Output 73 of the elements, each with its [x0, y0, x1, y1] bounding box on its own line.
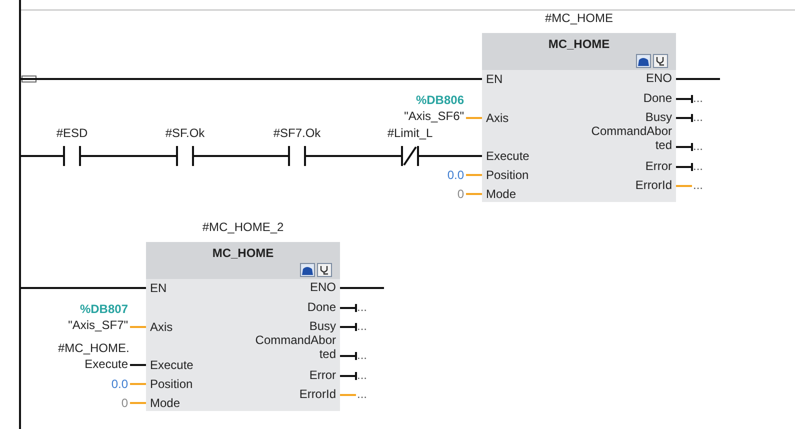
- open-connection-text: ...: [693, 109, 704, 125]
- open-connection-text: ...: [693, 90, 704, 106]
- open-connection-text: ...: [357, 386, 368, 402]
- wire: [676, 78, 720, 80]
- pin-label: Done: [252, 300, 336, 316]
- wire: [21, 155, 42, 157]
- pin-label: ErrorId: [252, 387, 336, 403]
- pin-label: CommandAborted: [252, 333, 336, 363]
- wire: [466, 193, 482, 195]
- pin-label: Mode: [486, 186, 516, 202]
- operand-text: 0: [457, 186, 464, 202]
- wire: [130, 326, 146, 328]
- wire: [440, 155, 482, 157]
- normally-open-contact: #SF7.Ok: [267, 126, 327, 166]
- pin-label: Busy: [588, 110, 672, 126]
- wire: [340, 394, 356, 396]
- wire: [340, 304, 357, 312]
- pin-label: Done: [588, 91, 672, 107]
- pin-label: Position: [150, 376, 193, 392]
- wire: [340, 287, 384, 289]
- pin-label: Position: [486, 167, 529, 183]
- operand-text: #MC_HOME. Execute: [58, 340, 128, 372]
- pin-label: Axis: [150, 319, 173, 335]
- wire: [466, 174, 482, 176]
- wire: [676, 163, 693, 171]
- wire: [676, 143, 693, 151]
- pin-label: CommandAborted: [588, 124, 672, 154]
- operand-text: 0: [121, 395, 128, 411]
- instance-name: #MC_HOME: [544, 11, 614, 25]
- pin-label: ErrorId: [588, 178, 672, 194]
- open-connection-text: ...: [693, 177, 704, 193]
- wire: [676, 185, 692, 187]
- pin-label: ENO: [588, 71, 672, 87]
- pin-label: Error: [252, 368, 336, 384]
- wire: [102, 155, 155, 157]
- open-connection-text: ...: [357, 318, 368, 334]
- wire: [327, 155, 380, 157]
- open-connection-text: ...: [357, 347, 368, 363]
- wire: [130, 402, 146, 404]
- wire: [466, 117, 482, 119]
- wire: [340, 352, 357, 360]
- pin-label: EN: [486, 71, 503, 87]
- wire: [340, 372, 357, 380]
- wire: [130, 383, 146, 385]
- operand-text: 0.0: [447, 167, 464, 183]
- operand-text: 0.0: [111, 376, 128, 392]
- normally-closed-contact: #Limit_L: [380, 126, 440, 166]
- operand-text: %DB806 "Axis_SF6": [404, 92, 464, 124]
- instance-name: #MC_HOME_2: [201, 220, 285, 234]
- wire: [21, 287, 146, 289]
- pin-label: Mode: [150, 395, 180, 411]
- wire: [215, 155, 267, 157]
- pin-label: Busy: [252, 319, 336, 335]
- pin-label: Axis: [486, 110, 509, 126]
- pin-label: EN: [150, 280, 167, 296]
- open-connection-text: ...: [693, 158, 704, 174]
- wire: [340, 323, 357, 331]
- operand-text: %DB807 "Axis_SF7": [68, 301, 128, 333]
- pin-label: Error: [588, 159, 672, 175]
- block-title: MC_HOME: [211, 246, 275, 260]
- normally-open-contact: #ESD: [42, 126, 102, 166]
- open-connection-text: ...: [357, 367, 368, 383]
- wire: [676, 95, 693, 103]
- wire: [21, 78, 482, 80]
- open-connection-text: ...: [693, 138, 704, 154]
- wire: [130, 364, 146, 366]
- pin-label: Execute: [486, 148, 530, 164]
- wire: [676, 114, 693, 122]
- open-connection-text: ...: [357, 299, 368, 315]
- pin-label: Execute: [150, 357, 194, 373]
- normally-open-contact: #SF.Ok: [155, 126, 215, 166]
- pin-label: ENO: [252, 280, 336, 296]
- block-title: MC_HOME: [547, 37, 611, 51]
